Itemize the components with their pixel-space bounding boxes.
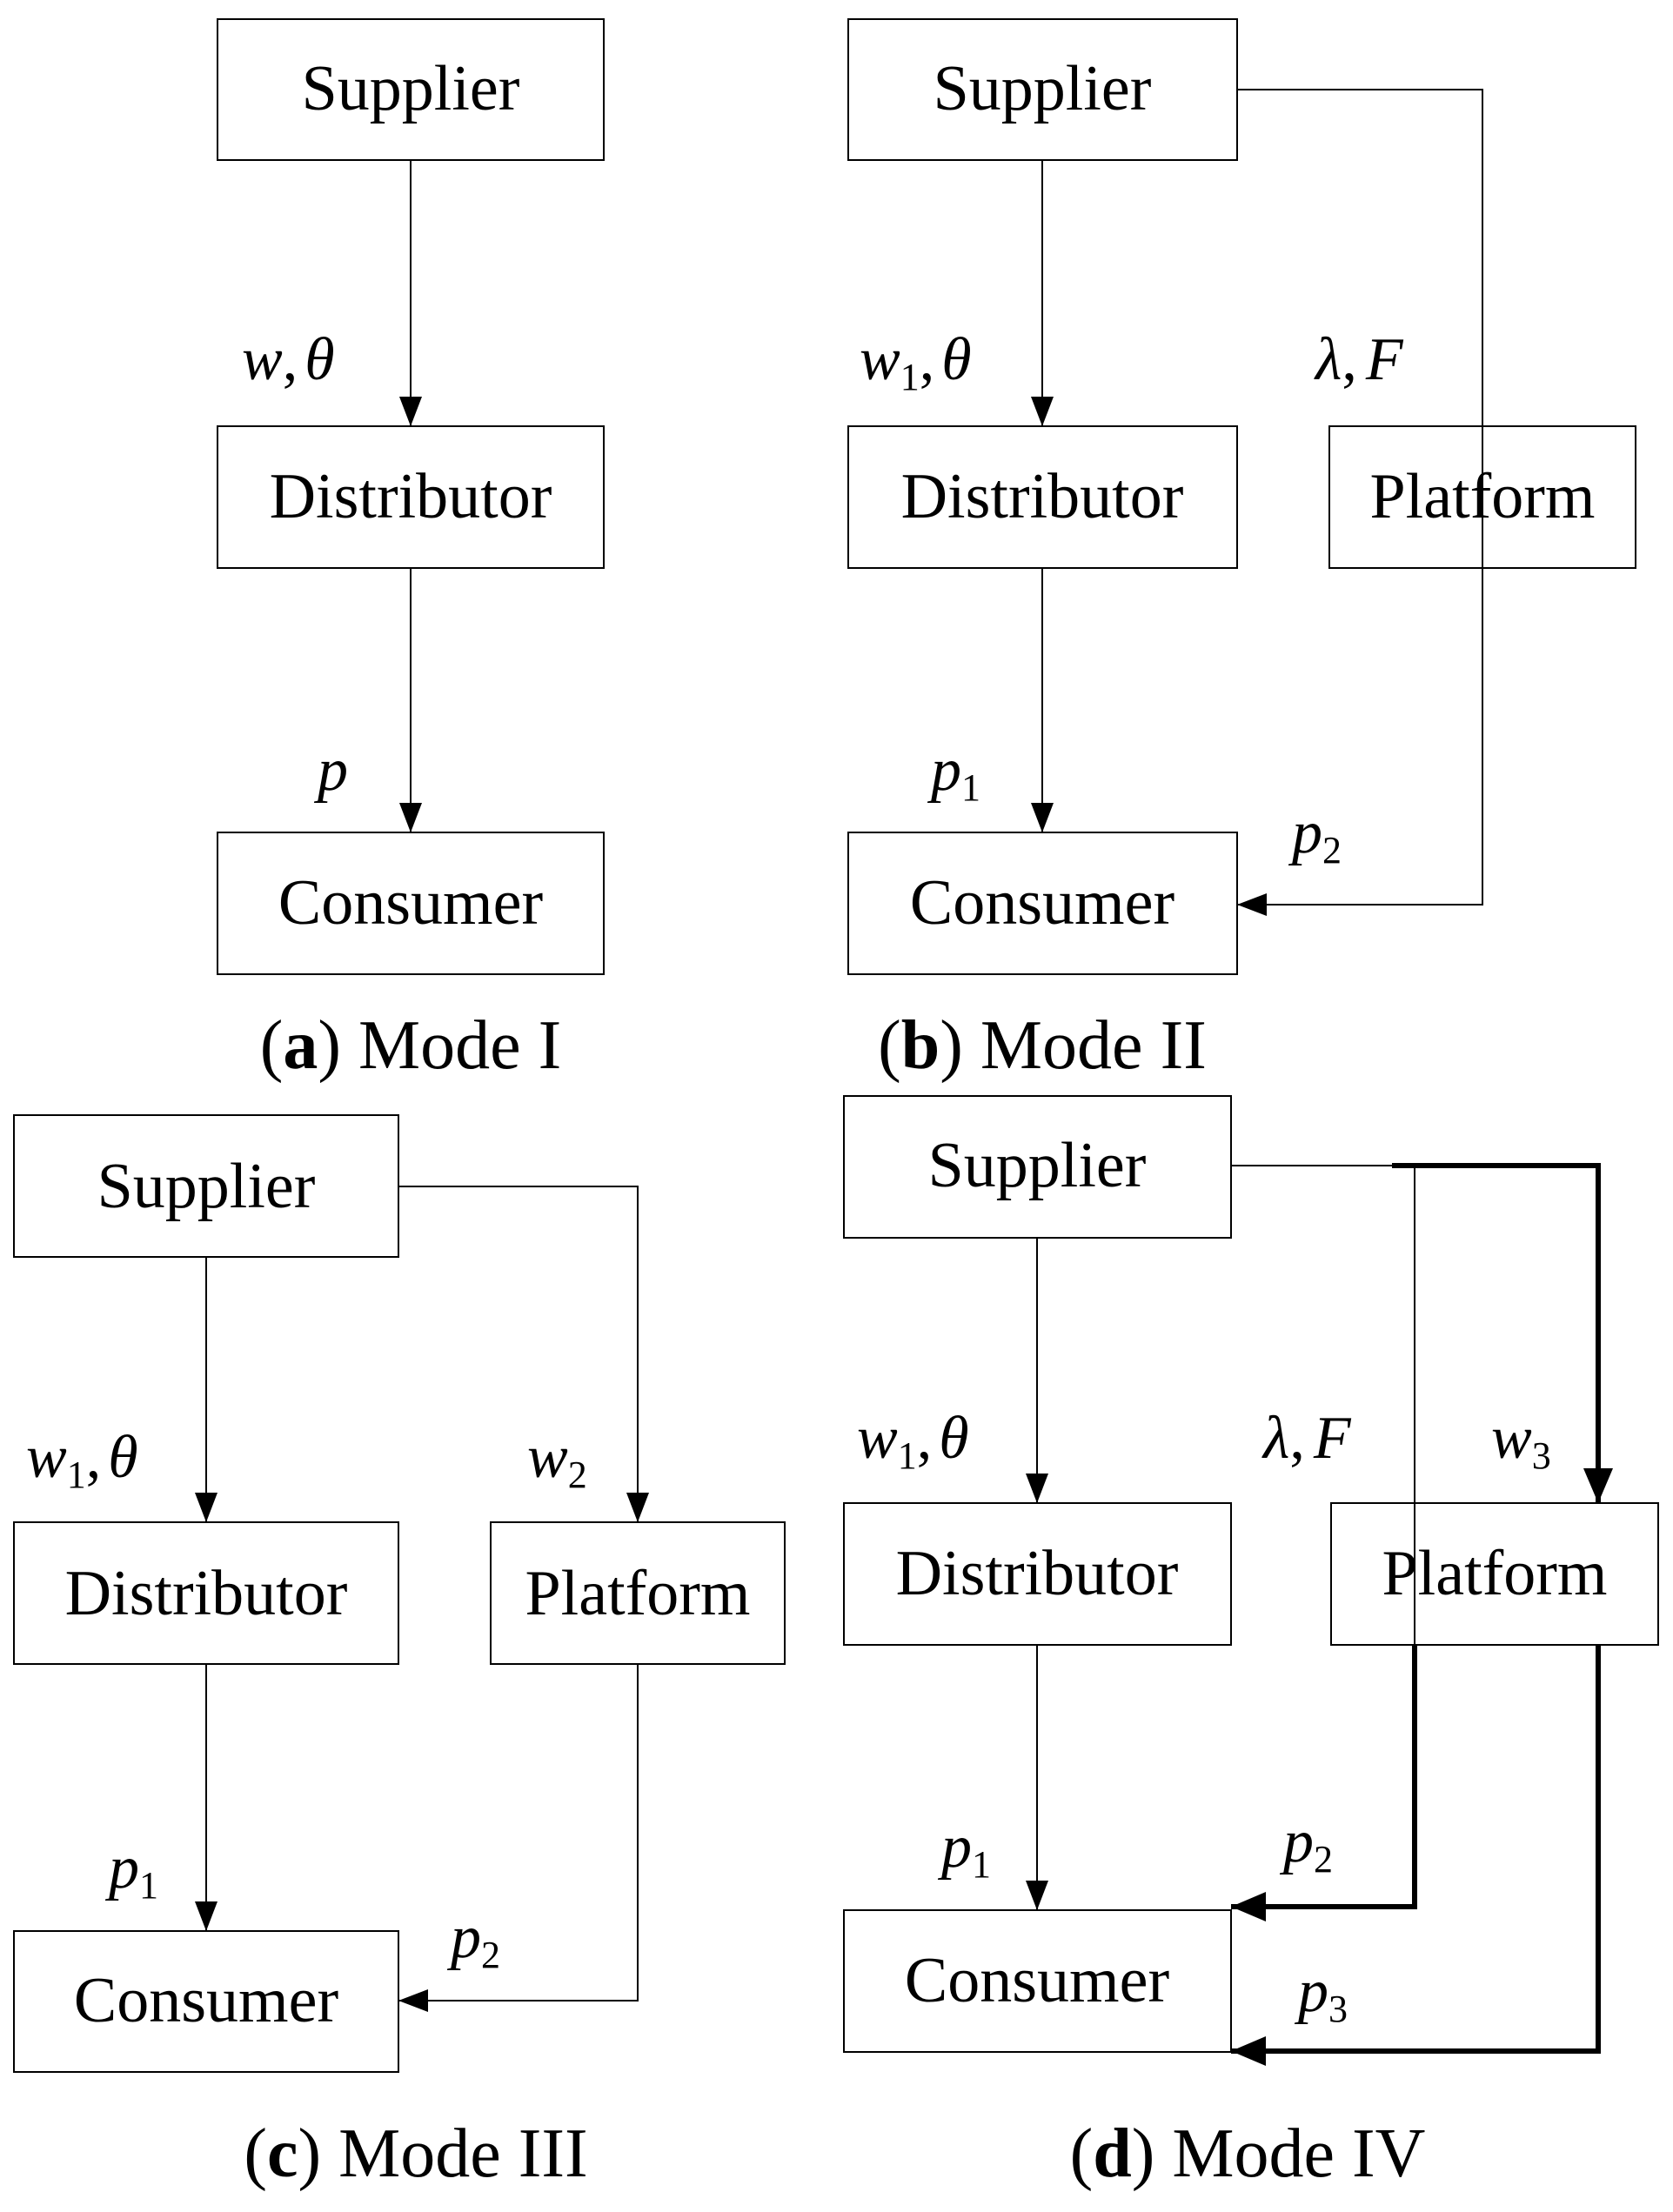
label-w-theta-a: w,θ <box>242 326 335 393</box>
label-consumer-d: Consumer <box>905 1945 1169 2016</box>
label-p1-d: p1 <box>937 1814 991 1886</box>
caption-c: (c) Mode III <box>244 2115 587 2192</box>
label-supplier-a: Supplier <box>302 53 520 124</box>
label-p2-c: p2 <box>446 1904 500 1976</box>
caption-b: (b) Mode II <box>878 1007 1207 1084</box>
label-consumer-c: Consumer <box>74 1965 338 2036</box>
arrow-supplier-platform-d <box>1392 1163 1613 1503</box>
label-p2-b: p2 <box>1288 799 1342 872</box>
label-distributor-b: Distributor <box>901 461 1184 532</box>
label-consumer-a: Consumer <box>278 867 543 939</box>
label-w1-theta-d: w1,θ <box>857 1405 969 1477</box>
box-consumer-b <box>847 832 1238 975</box>
label-w2-c: w2 <box>527 1424 587 1496</box>
label-distributor-d: Distributor <box>896 1538 1179 1609</box>
arrow-platform-consumer-p3-d <box>1231 1645 1601 2066</box>
label-distributor-c: Distributor <box>65 1558 348 1629</box>
label-p-a: p <box>313 737 348 804</box>
label-p1-c: p1 <box>104 1834 158 1907</box>
caption-a: (a) Mode I <box>260 1007 562 1084</box>
box-supplier-c <box>13 1114 399 1258</box>
box-distributor-d <box>843 1502 1232 1646</box>
arrow-platform-consumer-c <box>398 1664 639 2012</box>
box-supplier-b <box>847 18 1238 161</box>
panel-mode-1: Supplier Distributor Consumer w,θ p (a) … <box>217 18 605 1084</box>
label-consumer-b: Consumer <box>910 867 1174 939</box>
label-p3-d: p3 <box>1294 1958 1348 2030</box>
label-w1-theta-b: w1,θ <box>860 326 972 398</box>
label-distributor-a: Distributor <box>270 461 552 532</box>
arrow-supplier-platform-c <box>398 1186 649 1522</box>
label-supplier-d: Supplier <box>928 1130 1147 1201</box>
label-p1-b: p1 <box>927 737 980 809</box>
label-lambda-f-d: λ,F <box>1261 1405 1352 1472</box>
box-supplier-d <box>843 1095 1232 1239</box>
panel-mode-2: Supplier Distributor Consumer Platform w… <box>847 18 1636 1084</box>
box-platform-c <box>490 1521 786 1665</box>
caption-d: (d) Mode IV <box>1070 2115 1426 2192</box>
panel-mode-3: Supplier Distributor Consumer Platform w… <box>13 1114 786 2192</box>
arrow-platform-consumer-p2-d <box>1231 1645 1417 1921</box>
label-platform-c: Platform <box>525 1558 751 1629</box>
box-platform-d <box>1330 1502 1659 1646</box>
label-supplier-b: Supplier <box>934 53 1152 124</box>
label-platform-d: Platform <box>1382 1538 1608 1609</box>
label-w1-theta-c: w1,θ <box>26 1424 138 1496</box>
box-distributor-b <box>847 425 1238 569</box>
box-distributor-a <box>217 425 605 569</box>
arrow-supplier-consumer-b <box>1237 89 1483 916</box>
panel-mode-4: Supplier Distributor Consumer Platform w… <box>843 1095 1659 2192</box>
label-lambda-f-b: λ,F <box>1314 326 1404 393</box>
label-supplier-c: Supplier <box>97 1151 316 1222</box>
label-w3-d: w3 <box>1491 1405 1551 1477</box>
box-supplier-a <box>217 18 605 161</box>
label-p2-d: p2 <box>1279 1808 1333 1881</box>
